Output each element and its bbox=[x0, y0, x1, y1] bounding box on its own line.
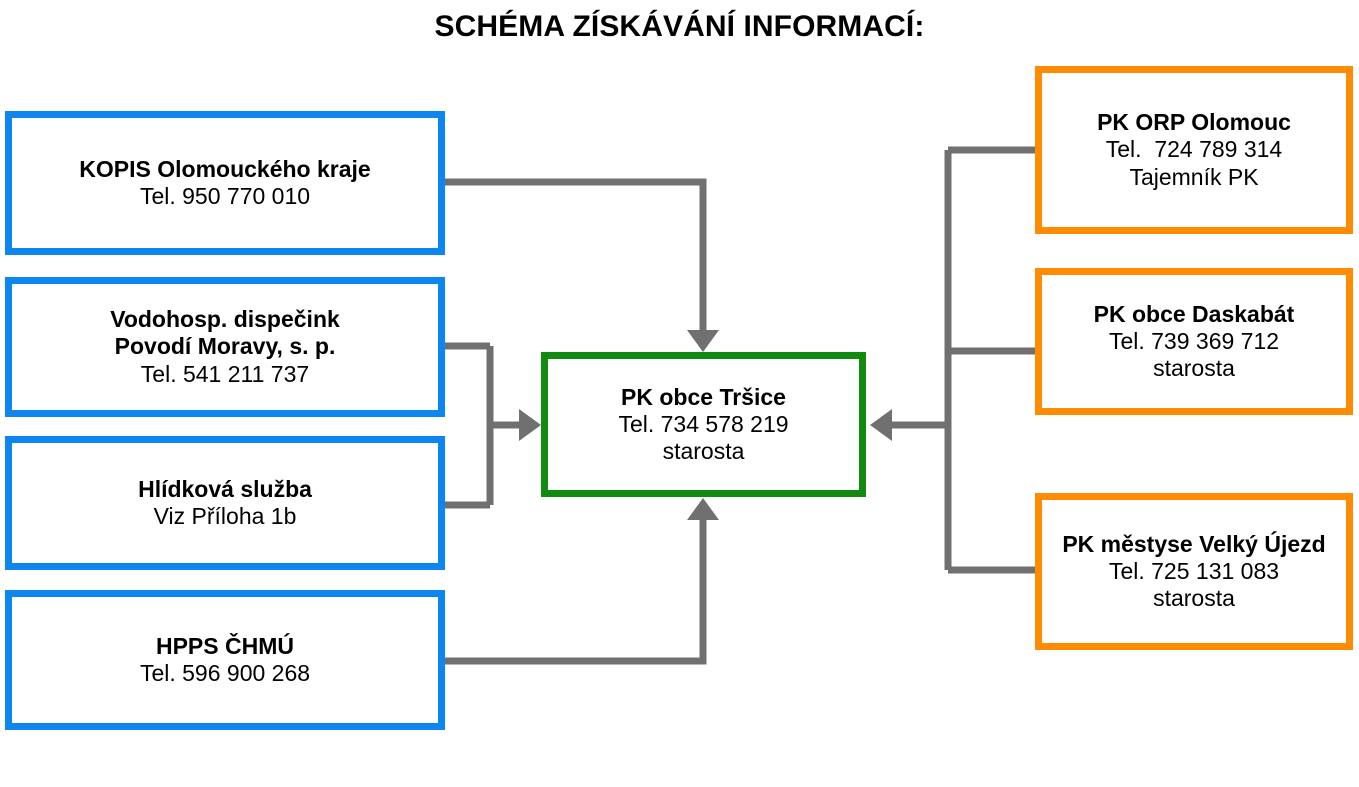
node-orp-line3: Tajemník PK bbox=[1129, 163, 1259, 190]
node-center-pk-obce-trsice[interactable]: PK obce Tršice Tel. 734 578 219 starosta bbox=[541, 352, 866, 497]
node-velkyujezd-line1: PK městyse Velký Újezd bbox=[1062, 530, 1326, 557]
node-pk-obce-daskabat[interactable]: PK obce Daskabát Tel. 739 369 712 staros… bbox=[1035, 268, 1353, 415]
node-vodohosp[interactable]: Vodohosp. dispečink Povodí Moravy, s. p.… bbox=[5, 277, 445, 417]
node-center-line3: starosta bbox=[662, 438, 745, 465]
node-velkyujezd-line2: Tel. 725 131 083 bbox=[1108, 557, 1280, 584]
node-hpps-line1: HPPS ČHMÚ bbox=[155, 632, 294, 659]
node-kopis[interactable]: KOPIS Olomouckého kraje Tel. 950 770 010 bbox=[5, 111, 445, 255]
node-daskabat-line2: Tel. 739 369 712 bbox=[1108, 327, 1280, 354]
arrowhead-into-center-right bbox=[870, 409, 892, 441]
node-pk-mestyse-velky-ujezd[interactable]: PK městyse Velký Újezd Tel. 725 131 083 … bbox=[1035, 493, 1353, 650]
node-center-line1: PK obce Tršice bbox=[621, 383, 786, 410]
node-daskabat-line3: starosta bbox=[1153, 355, 1235, 382]
node-pk-orp-olomouc[interactable]: PK ORP Olomouc Tel. 724 789 314 Tajemník… bbox=[1035, 66, 1353, 234]
node-vodohosp-line3: Tel. 541 211 737 bbox=[140, 360, 310, 387]
node-center-line2: Tel. 734 578 219 bbox=[618, 410, 789, 437]
page-title: SCHÉMA ZÍSKÁVÁNÍ INFORMACÍ: bbox=[434, 10, 925, 43]
node-orp-line2: Tel. 724 789 314 bbox=[1105, 136, 1283, 163]
node-hlidkova-line1: Hlídková služba bbox=[138, 475, 312, 502]
node-hlidkova-line2: Viz Příloha 1b bbox=[153, 503, 297, 529]
node-vodohosp-line1: Vodohosp. dispečink bbox=[110, 306, 340, 333]
node-orp-line1: PK ORP Olomouc bbox=[1097, 109, 1291, 136]
node-vodohosp-line2: Povodí Moravy, s. p. bbox=[114, 333, 336, 360]
node-hlidkova-sluzba[interactable]: Hlídková služba Viz Příloha 1b bbox=[5, 436, 445, 570]
arrowhead-into-center-top bbox=[687, 330, 719, 352]
node-kopis-line2: Tel. 950 770 010 bbox=[139, 183, 311, 209]
connector-kopis-to-center bbox=[444, 178, 707, 336]
node-hpps-chmu[interactable]: HPPS ČHMÚ Tel. 596 900 268 bbox=[5, 590, 445, 730]
node-daskabat-line1: PK obce Daskabát bbox=[1093, 300, 1295, 327]
node-hpps-line2: Tel. 596 900 268 bbox=[139, 660, 311, 686]
arrowhead-into-center-left bbox=[519, 409, 541, 441]
node-velkyujezd-line3: starosta bbox=[1153, 585, 1235, 612]
connector-hpps-to-center bbox=[444, 514, 707, 665]
arrowhead-into-center-bottom bbox=[687, 498, 719, 520]
node-kopis-line1: KOPIS Olomouckého kraje bbox=[79, 155, 371, 182]
